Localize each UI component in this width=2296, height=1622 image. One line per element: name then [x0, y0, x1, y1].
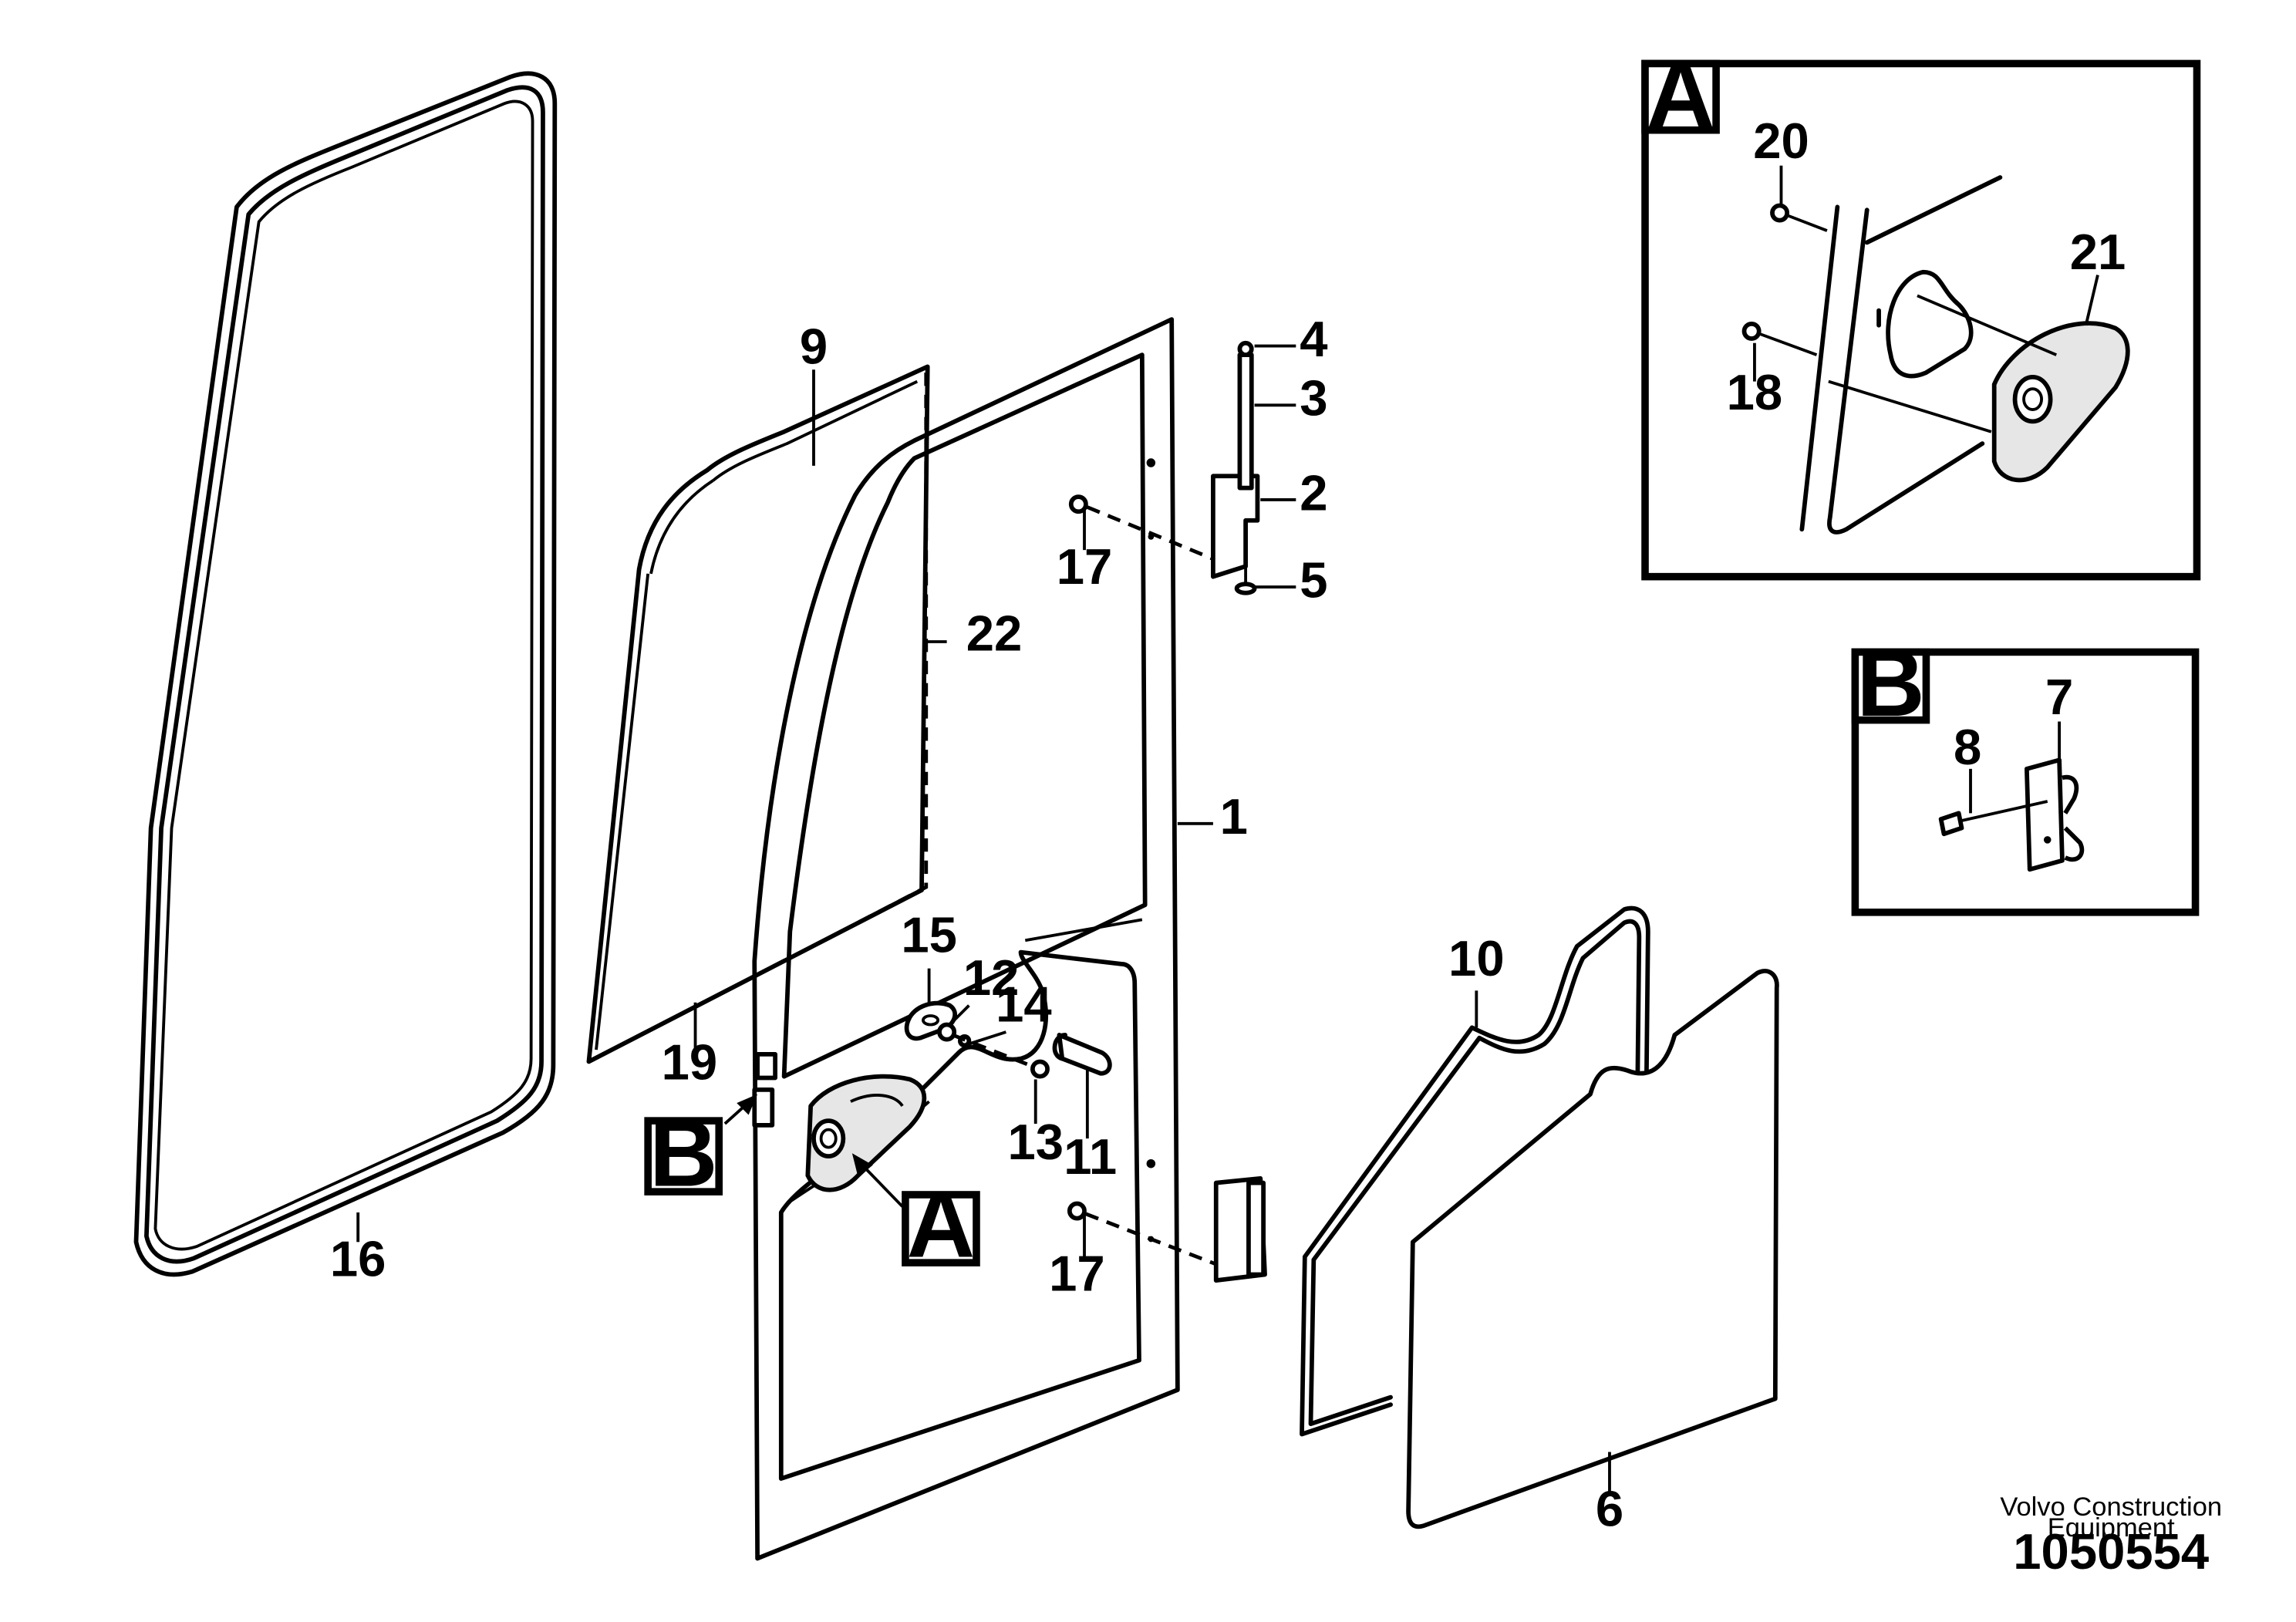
detail-panel-b-label: B [1856, 631, 1925, 737]
footer-drawing-id: 1050554 [2013, 1523, 2209, 1580]
callout-17-lower: 17 [1049, 1246, 1105, 1302]
door-frame-1 [752, 317, 1180, 1561]
door-seal-16 [133, 71, 558, 1277]
callout-labels: 9 19 22 1 4 3 2 5 17 17 15 12 14 13 11 1… [330, 113, 2126, 1536]
callout-3: 3 [1300, 370, 1327, 427]
callout-19: 19 [662, 1034, 718, 1090]
door-glass-9-19 [586, 364, 930, 1064]
detail-panel-a-label: A [1647, 42, 1715, 148]
footer-company-line1: Volvo Construction [2000, 1492, 2222, 1522]
door-handle [805, 1074, 927, 1192]
callout-22: 22 [966, 605, 1023, 662]
hinge-bolts-17 [1067, 494, 1217, 1266]
callout-20: 20 [1753, 113, 1809, 169]
detail-panel-b: B [1851, 631, 2200, 916]
callout-10: 10 [1448, 930, 1505, 986]
callout-18: 18 [1727, 364, 1783, 420]
inner-panel-6 [1406, 969, 1779, 1529]
callout-16: 16 [330, 1230, 386, 1286]
callout-15: 15 [901, 907, 957, 963]
callout-13: 13 [1007, 1114, 1064, 1170]
detail-ref-b-main: B [644, 1101, 723, 1207]
callout-11: 11 [1064, 1128, 1117, 1185]
footer-company-line2: Equipment [2048, 1513, 2175, 1543]
callout-14: 14 [996, 976, 1052, 1033]
callout-12: 12 [963, 949, 1020, 1006]
leader-lines [356, 344, 1611, 1494]
callout-4: 4 [1300, 311, 1327, 367]
glass-rubber-22 [783, 373, 929, 963]
hinge-lower [1213, 1176, 1267, 1283]
callout-1: 1 [1220, 788, 1248, 845]
lock-parts [904, 1000, 1112, 1079]
callout-6: 6 [1596, 1480, 1623, 1536]
detail-panel-a: A [1641, 42, 2201, 581]
callout-5: 5 [1300, 552, 1327, 609]
detail-arrows [723, 1094, 904, 1208]
callout-21: 21 [2070, 224, 2126, 280]
hinge-upper [1211, 340, 1260, 595]
door-lock-striker [752, 1051, 777, 1128]
callout-2: 2 [1300, 464, 1327, 521]
callout-17-upper: 17 [1057, 538, 1113, 595]
callout-9: 9 [800, 319, 828, 375]
detail-ref-a-main-text: A [907, 1172, 976, 1278]
detail-ref-b-main-text: B [649, 1101, 718, 1207]
callout-8: 8 [1954, 719, 1981, 775]
trim-seal-10 [1300, 905, 1650, 1437]
footer: Volvo Construction Equipment 1050554 [2000, 1492, 2222, 1580]
detail-ref-a-main: A [902, 1172, 980, 1278]
callout-7: 7 [2045, 669, 2073, 725]
